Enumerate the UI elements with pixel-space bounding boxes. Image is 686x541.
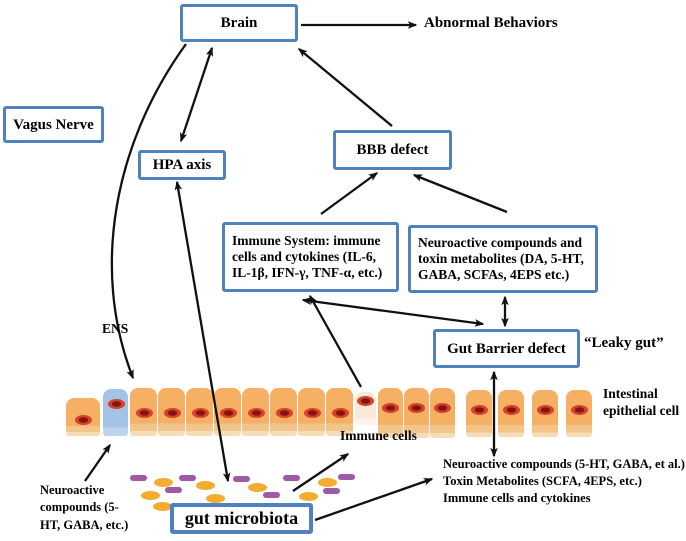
microbe-coccus bbox=[154, 478, 173, 487]
epithelial-cell bbox=[378, 388, 403, 438]
cell-nucleus bbox=[407, 403, 425, 413]
cell-nucleus bbox=[275, 408, 293, 418]
ens-label: ENS bbox=[102, 321, 129, 336]
microbe-rod bbox=[283, 475, 300, 481]
epithelial-cell bbox=[270, 388, 297, 436]
epithelial-cell bbox=[242, 388, 269, 436]
ens-target-cell bbox=[103, 389, 128, 436]
epithelial-cell bbox=[532, 390, 558, 437]
microbe-rod bbox=[323, 488, 340, 494]
cell-nucleus bbox=[381, 403, 399, 413]
epithelial-cell bbox=[498, 390, 524, 437]
epithelial-cell bbox=[466, 390, 492, 437]
cell-nucleus bbox=[303, 408, 321, 418]
label-line: Neuroactive compounds (5-HT, GABA, et al… bbox=[443, 457, 685, 471]
microbe-rod bbox=[263, 492, 280, 498]
microbe-rod bbox=[338, 474, 355, 480]
microbe-coccus bbox=[206, 494, 225, 503]
microbe-coccus bbox=[153, 502, 172, 511]
cell-nucleus bbox=[536, 405, 554, 415]
gut-barrier-defect-box: Gut Barrier defect bbox=[433, 329, 580, 368]
cell-nucleus bbox=[331, 408, 349, 418]
luminal-products-label: Neuroactive compounds (5-HT, GABA, et al… bbox=[443, 456, 685, 507]
epithelial-cell bbox=[66, 398, 100, 436]
intestinal-epithelial-cell-label: Intestinal epithelial cell bbox=[603, 386, 680, 418]
brain-box: Brain bbox=[180, 4, 298, 42]
label-line: Neuroactive bbox=[40, 483, 105, 497]
label-line: compounds (5- bbox=[40, 500, 119, 515]
epithelial-cell bbox=[326, 388, 353, 436]
cell-nucleus bbox=[356, 396, 374, 406]
microbe-coccus bbox=[196, 481, 215, 490]
cell-nucleus bbox=[502, 405, 520, 415]
abnormal-behaviors-label: Abnormal Behaviors bbox=[424, 15, 558, 31]
epithelial-cell bbox=[404, 388, 429, 438]
microbe-coccus bbox=[248, 483, 267, 492]
cell-nucleus bbox=[135, 408, 153, 418]
cell-nucleus bbox=[433, 403, 451, 413]
microbe-coccus bbox=[318, 478, 337, 487]
microbe-rod bbox=[179, 475, 196, 481]
cell-nucleus bbox=[74, 415, 92, 425]
label-line: Toxin Metabolites (SCFA, 4EPS, etc.) bbox=[443, 473, 642, 488]
gut-microbiota-box: gut microbiota bbox=[170, 503, 313, 534]
cell-nucleus bbox=[570, 405, 588, 415]
cell-nucleus bbox=[107, 399, 125, 409]
epithelial-cell bbox=[430, 388, 455, 438]
microbe-coccus bbox=[299, 492, 318, 501]
vagus-nerve-box: Vagus Nerve bbox=[3, 106, 104, 143]
cell-nucleus bbox=[247, 408, 265, 418]
hpa-axis-box: HPA axis bbox=[138, 150, 226, 180]
neuroactive-compounds-box: Neuroactive compounds and toxin metaboli… bbox=[408, 225, 598, 293]
label-line: Immune cells and cytokines bbox=[443, 490, 591, 505]
label-line: HT, GABA, etc.) bbox=[40, 517, 129, 532]
microbe-rod bbox=[130, 475, 147, 481]
microbe-rod bbox=[165, 487, 182, 493]
bbb-defect-box: BBB defect bbox=[333, 130, 452, 170]
immune-cells-label: Immune cells bbox=[340, 428, 417, 443]
cell-nucleus bbox=[163, 408, 181, 418]
cell-nucleus bbox=[470, 405, 488, 415]
epithelial-cell bbox=[298, 388, 325, 436]
neuroactive-compounds-left-label: Neuroactive compounds (5- HT, GABA, etc.… bbox=[40, 482, 128, 534]
immune-system-box: Immune System: immune cells and cytokine… bbox=[222, 222, 399, 292]
microbe-coccus bbox=[141, 491, 160, 500]
leaky-gut-label: “Leaky gut” bbox=[584, 335, 664, 351]
epithelial-cell bbox=[566, 390, 592, 437]
microbe-rod bbox=[233, 476, 250, 482]
immune-cell bbox=[355, 392, 376, 425]
epithelial-cell bbox=[130, 388, 157, 436]
